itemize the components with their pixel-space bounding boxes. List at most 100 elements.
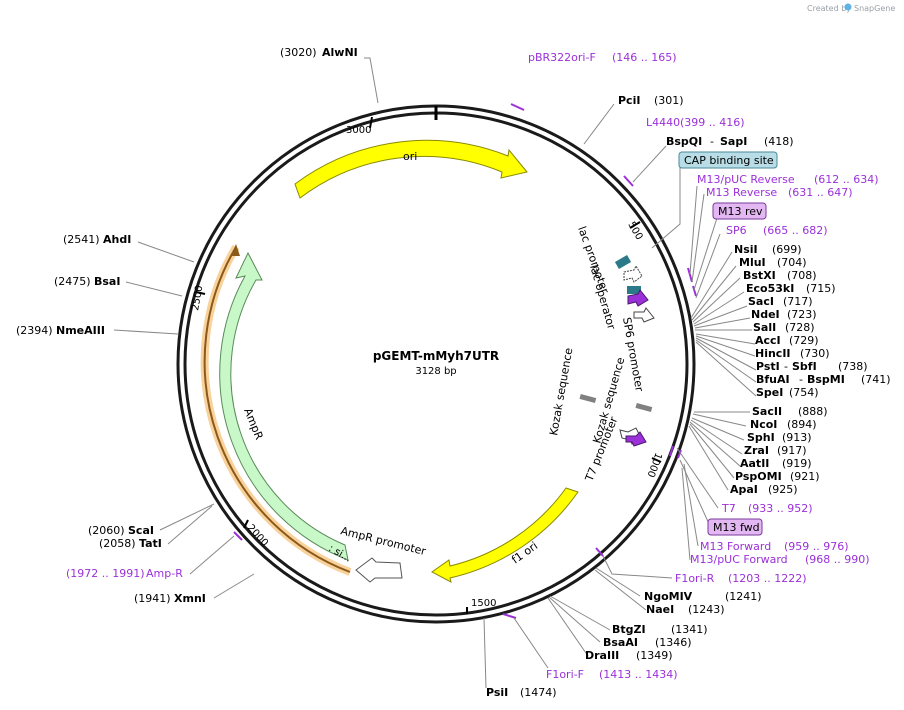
site-bstxi[interactable]: BstXI (708) <box>743 269 817 282</box>
primer-amp-r[interactable]: (1972 .. 1991) Amp-R <box>66 567 183 580</box>
site-hincii-name: HincII <box>755 347 791 360</box>
primer-m13-fwd-box[interactable]: M13 fwd <box>707 518 763 536</box>
credit-brand: SnapGene <box>854 4 895 13</box>
site-draiii-pos: (1349) <box>636 649 673 662</box>
site-sacii-name: SacII <box>752 405 782 418</box>
cap-site-mark[interactable] <box>614 255 632 269</box>
ampr-feature-arrow[interactable] <box>219 251 349 561</box>
site-sacii[interactable]: SacII (888) <box>752 405 828 418</box>
site-sali[interactable]: SalI (728) <box>753 321 815 334</box>
kozak-2-mark[interactable] <box>635 402 653 412</box>
site-btgzi[interactable]: BtgZI (1341) <box>612 623 708 636</box>
ampr-promoter-arrow[interactable] <box>355 557 403 583</box>
cap-binding-site-box <box>678 151 778 169</box>
primer-pbr322ori-f[interactable]: pBR322ori-F (146 .. 165) <box>528 51 677 64</box>
primer-sp6[interactable]: SP6 (665 .. 682) <box>726 224 828 237</box>
site-bspmi-name: BspMI <box>807 373 845 386</box>
site-sali-name: SalI <box>753 321 776 334</box>
primer-f1ori-f[interactable]: F1ori-F (1413 .. 1434) <box>546 668 678 681</box>
primer-m13-puc-forward[interactable]: M13/pUC Forward (968 .. 990) <box>690 553 870 566</box>
site-ngomiv[interactable]: NgoMIV (1241) <box>644 590 762 603</box>
site-pcii-name: PciI <box>618 94 640 107</box>
site-naei[interactable]: NaeI (1243) <box>646 603 725 616</box>
site-alwni[interactable]: (3020) AlwNI <box>280 46 358 59</box>
site-zrai[interactable]: ZraI (917) <box>744 444 807 457</box>
site-sphi-pos: (913) <box>782 431 812 444</box>
primer-f1ori-f-range: (1413 .. 1434) <box>599 668 678 681</box>
ori-label: ori <box>403 150 417 163</box>
site-apai[interactable]: ApaI (925) <box>730 483 798 496</box>
credit-created-by: Created by <box>807 4 851 13</box>
site-apai-name: ApaI <box>730 483 758 496</box>
site-pspomi[interactable]: PspOMI (921) <box>735 470 820 483</box>
primer-pbr322ori-f-range: (146 .. 165) <box>612 51 677 64</box>
f1-ori-feature-arrow[interactable] <box>431 487 579 583</box>
leader-lines <box>113 57 757 689</box>
site-bsai-pos: (2475) <box>54 275 91 288</box>
sp6-promoter-label: SP6 promoter <box>620 316 646 393</box>
site-nsii[interactable]: NsiI (699) <box>734 243 802 256</box>
primer-pbr322ori-f-name: pBR322ori-F <box>528 51 596 64</box>
sp6-promoter-arrow[interactable] <box>633 307 655 323</box>
site-bsai[interactable]: (2475) BsaI <box>54 275 120 288</box>
kozak-1-mark[interactable] <box>579 393 597 403</box>
site-btgzi-pos: (1341) <box>671 623 708 636</box>
site-pcii[interactable]: PciI (301) <box>618 94 684 107</box>
site-aatii-pos: (919) <box>782 457 812 470</box>
primer-t7[interactable]: T7 (933 .. 952) <box>721 502 813 515</box>
primer-f1ori-r[interactable]: F1ori-R (1203 .. 1222) <box>675 572 807 585</box>
primer-m13-puc-reverse[interactable]: M13/pUC Reverse (612 .. 634) <box>697 173 879 186</box>
site-bsaai[interactable]: BsaAI (1346) <box>603 636 692 649</box>
site-saci[interactable]: SacI (717) <box>748 295 813 308</box>
site-eco53ki-name: Eco53kI <box>746 282 794 295</box>
primer-m13-reverse[interactable]: M13 Reverse (631 .. 647) <box>706 186 853 199</box>
ampr-selection-line <box>203 246 351 573</box>
m13-fwd-primer-arrow[interactable] <box>625 431 647 447</box>
site-sphi[interactable]: SphI (913) <box>747 431 812 444</box>
site-ahdi-name: AhdI <box>103 233 131 246</box>
site-psti-sbfi[interactable]: PstI - SbfI (738) <box>756 360 868 373</box>
site-ndei[interactable]: NdeI (723) <box>751 308 817 321</box>
site-eco53ki-pos: (715) <box>806 282 836 295</box>
site-spei[interactable]: SpeI (754) <box>756 386 819 399</box>
primer-m13-puc-reverse-name: M13/pUC Reverse <box>697 173 795 186</box>
primer-l4440-range: (399 .. 416) <box>680 116 745 129</box>
site-scai[interactable]: (2060) ScaI <box>88 524 154 537</box>
site-psii[interactable]: PsiI (1474) <box>486 686 557 699</box>
primer-f1ori-r-name: F1ori-R <box>675 572 715 585</box>
plasmid-length: 3128 bp <box>415 366 456 377</box>
site-bspqi-sapi[interactable]: BspQI - SapI (418) <box>666 135 794 148</box>
site-eco53ki[interactable]: Eco53kI (715) <box>746 282 836 295</box>
kozak-1-label: Kozak sequence <box>547 347 575 437</box>
ori-feature-arrow[interactable] <box>294 139 528 199</box>
site-zrai-name: ZraI <box>744 444 769 457</box>
lac-promoter-arrow[interactable] <box>623 264 643 283</box>
m13-rev-primer-arrow[interactable] <box>627 289 649 307</box>
site-ncoi[interactable]: NcoI (894) <box>750 418 817 431</box>
feature-cap-binding-site[interactable]: CAP binding site <box>678 151 778 169</box>
tick-marks <box>195 116 662 614</box>
site-ahdi[interactable]: (2541) AhdI <box>63 233 131 246</box>
site-nmeaiii[interactable]: (2394) NmeAIII <box>16 324 105 337</box>
primer-m13-rev-box[interactable]: M13 rev <box>712 202 767 220</box>
tick-label-3000: 3000 <box>346 125 371 136</box>
site-spei-pos: (754) <box>789 386 819 399</box>
site-tati[interactable]: (2058) TatI <box>99 537 162 550</box>
primer-sp6-range: (665 .. 682) <box>763 224 828 237</box>
primer-sp6-name: SP6 <box>726 224 747 237</box>
primer-m13-forward[interactable]: M13 Forward (959 .. 976) <box>700 540 849 553</box>
site-aatii[interactable]: AatII (919) <box>740 457 812 470</box>
site-ndei-pos: (723) <box>787 308 817 321</box>
plasmid-name: pGEMT-mMyh7UTR <box>373 349 499 363</box>
primer-l4440[interactable]: L4440 (399 .. 416) <box>646 116 745 129</box>
site-mlui[interactable]: MluI (704) <box>739 256 807 269</box>
lac-operator-mark[interactable] <box>627 286 641 294</box>
ampr-selection-arrowhead <box>231 244 240 256</box>
site-bfuai-bspmi[interactable]: BfuAI - BspMI (741) <box>756 373 891 386</box>
primer-l4440-name: L4440 <box>646 116 680 129</box>
primer-f1ori-r-range: (1203 .. 1222) <box>728 572 807 585</box>
site-draiii[interactable]: DraIII (1349) <box>585 649 673 662</box>
site-acci[interactable]: AccI (729) <box>755 334 819 347</box>
site-xmni[interactable]: (1941) XmnI <box>134 592 206 605</box>
site-hincii[interactable]: HincII (730) <box>755 347 830 360</box>
